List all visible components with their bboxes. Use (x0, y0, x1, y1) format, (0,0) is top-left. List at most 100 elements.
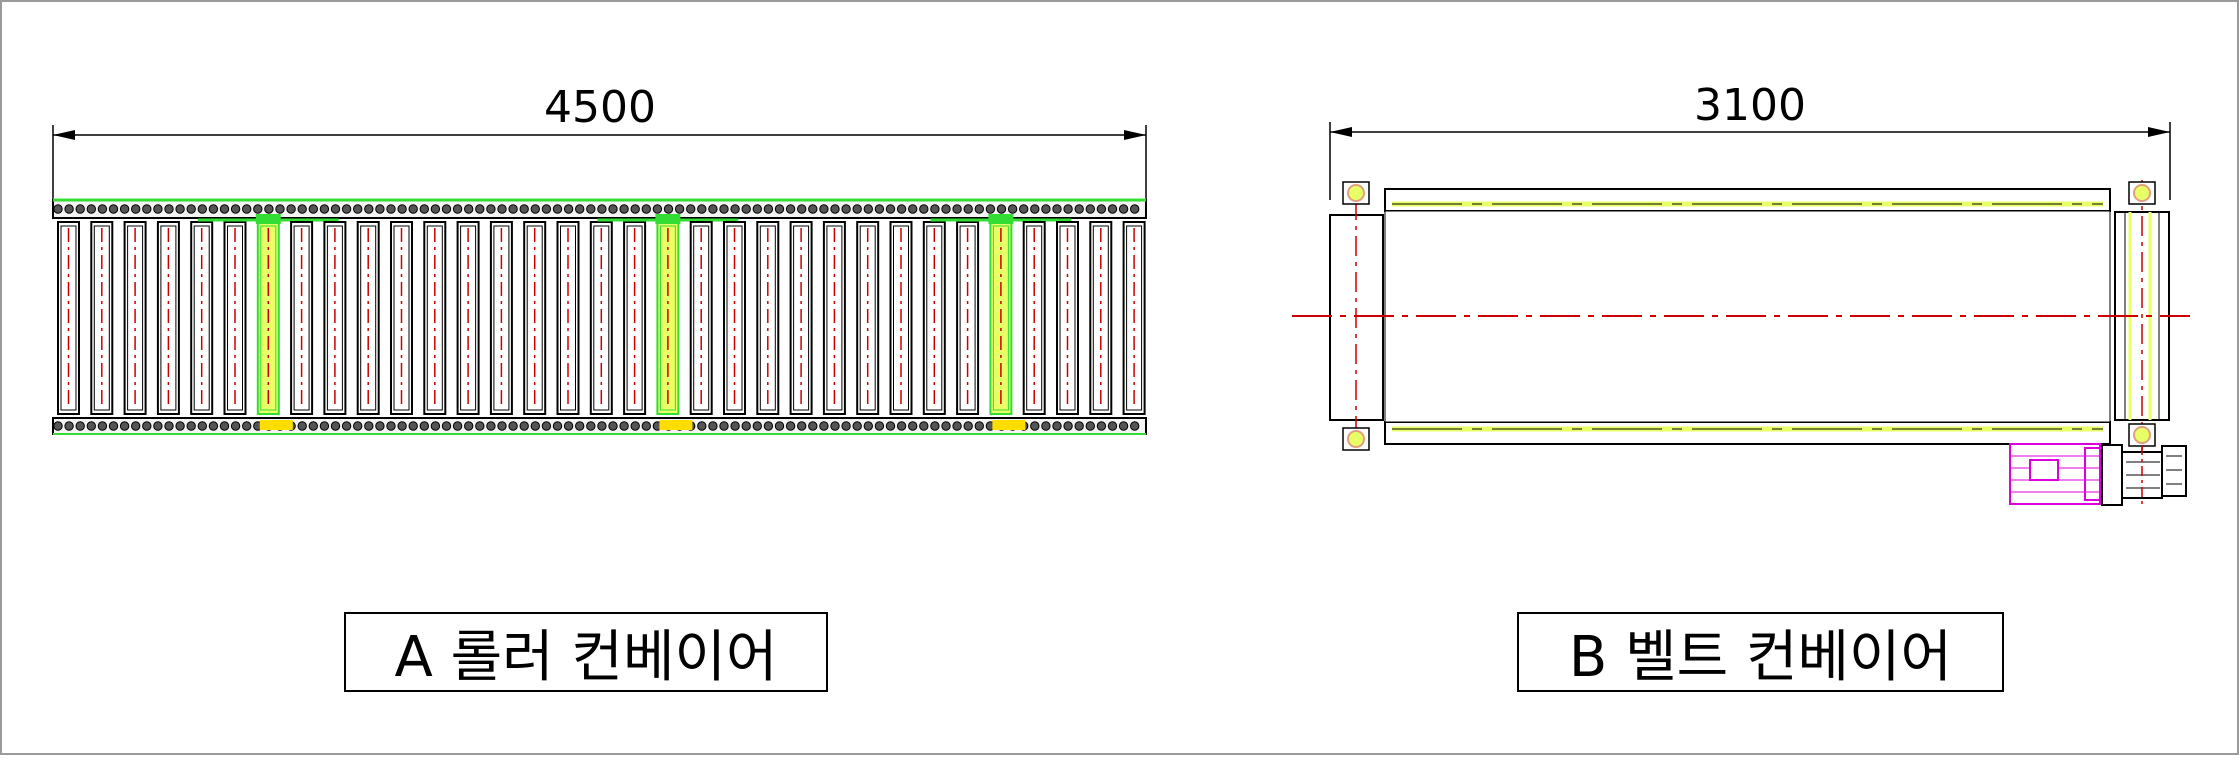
chain-link (686, 204, 696, 214)
chain-link (1096, 421, 1107, 431)
roller (90, 221, 114, 415)
chain-link (153, 421, 163, 431)
chain-link (797, 421, 807, 431)
chain-link (508, 421, 518, 431)
chain-link (375, 204, 385, 214)
chain-link (652, 204, 663, 214)
chain-link (663, 204, 674, 214)
chain-link (97, 204, 108, 214)
chain-link (752, 204, 762, 214)
chain-link (1107, 204, 1118, 214)
chain-link (230, 421, 241, 431)
chain-link (208, 421, 219, 431)
roller (1089, 221, 1113, 415)
chain-link (552, 204, 563, 214)
chain-link (397, 204, 407, 214)
chain-link (397, 421, 407, 431)
roller (290, 221, 314, 415)
chain-link (941, 421, 951, 431)
chain-link (330, 204, 341, 214)
chain-link (386, 421, 396, 431)
chain-link (452, 204, 463, 214)
roller (390, 221, 413, 415)
roller (1022, 221, 1046, 415)
chain-link (586, 421, 596, 431)
chain-link (552, 421, 563, 431)
roller (57, 221, 80, 415)
chain-link (797, 204, 807, 214)
chain-link (874, 421, 885, 431)
chain-link (164, 421, 174, 431)
chain-link (131, 421, 141, 431)
roller (789, 221, 813, 415)
roller (356, 221, 380, 415)
chain-link (75, 421, 85, 431)
drive-roller (930, 214, 1072, 430)
chain-link (119, 204, 130, 214)
chain-link (164, 204, 174, 214)
drive-motor (2009, 443, 2102, 505)
chain-link (1074, 204, 1084, 214)
chain-link (86, 421, 97, 431)
chain-link (630, 204, 640, 214)
chain-link (175, 204, 185, 214)
chain-link (1007, 204, 1018, 214)
chain-link (919, 204, 929, 214)
chain-link (297, 421, 307, 431)
chain-link (319, 421, 330, 431)
chain-link (219, 204, 230, 214)
chain-link (1063, 421, 1073, 431)
belt-top-frame (1384, 188, 2111, 212)
chain-link (896, 421, 907, 431)
chain-link (708, 421, 718, 431)
chain-link (763, 421, 774, 431)
chain-link (1030, 421, 1040, 431)
chain-link (1085, 421, 1096, 431)
chain-link (75, 204, 85, 214)
chain-link (242, 204, 252, 214)
chain-link (919, 421, 929, 431)
chain-link (885, 421, 896, 431)
chain-link (575, 421, 585, 431)
chain-link (563, 204, 574, 214)
chain-link (97, 421, 108, 431)
roller-dimension: 4500 (52, 82, 1147, 205)
chain-link (464, 204, 474, 214)
roller-conveyor-caption: A 롤러 컨베이어 (344, 612, 828, 692)
roller (223, 221, 247, 415)
chain-link (974, 204, 984, 214)
chain-link (1041, 421, 1051, 431)
chain-link (830, 421, 840, 431)
chain-link (541, 204, 552, 214)
chain-link (774, 421, 785, 431)
chain-link (1130, 421, 1140, 431)
chain-link (153, 204, 163, 214)
chain-link (952, 204, 962, 214)
tail-bearing-bottom (1342, 427, 1370, 451)
chain-link (330, 421, 341, 431)
chain-link (941, 204, 951, 214)
chain-link (286, 204, 296, 214)
chain-link (530, 204, 540, 214)
roller (956, 221, 980, 415)
chain-link (364, 421, 374, 431)
chain-link (86, 204, 97, 214)
chain-link (885, 204, 896, 214)
head-bearing-bottom (2128, 423, 2156, 447)
chain-link (641, 204, 651, 214)
chain-link (586, 204, 596, 214)
gear-reducer (2101, 444, 2187, 506)
chain-link (1052, 204, 1062, 214)
chain-link (197, 204, 208, 214)
roller-conveyor-caption-text: A 롤러 컨베이어 (394, 624, 778, 690)
chain-link (430, 204, 441, 214)
chain-link (952, 421, 962, 431)
chain-link (1118, 421, 1129, 431)
chain-link (908, 204, 918, 214)
chain-link (319, 204, 330, 214)
chain-link (353, 204, 363, 214)
chain-link (119, 421, 130, 431)
chain-link (774, 204, 785, 214)
roller (190, 221, 214, 415)
chain-link (186, 421, 196, 431)
